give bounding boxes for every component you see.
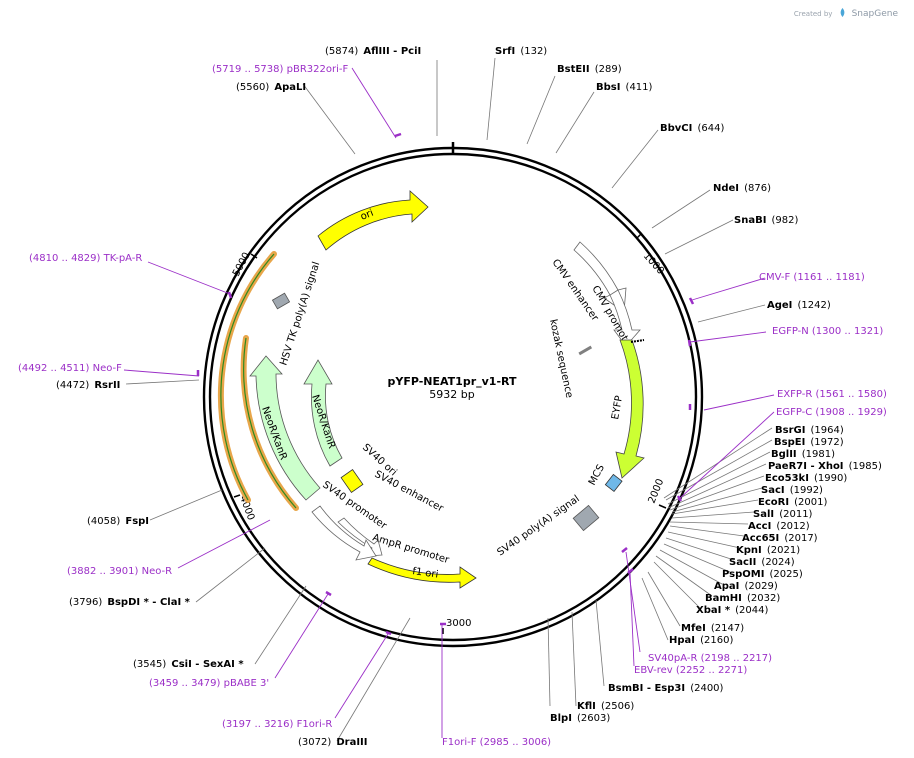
primer-cmv-f: CMV-F (1161 .. 1181) bbox=[759, 272, 865, 283]
tick-2000: 2000 bbox=[647, 477, 667, 505]
site-blpI: BlpI (2603) bbox=[550, 706, 610, 725]
site-csiI: (3545) CsiI - SexAI * bbox=[133, 652, 244, 671]
feature-neor-orf-inner bbox=[220, 253, 275, 501]
feature-ampr-promoter-arrow bbox=[337, 517, 383, 557]
feature-ampr-promoter-label: AmpR promoter bbox=[371, 532, 451, 566]
primer-f1ori-r: (3197 .. 3216) F1ori-R bbox=[222, 719, 332, 730]
site-hpaI: HpaI (2160) bbox=[669, 628, 733, 647]
site-paeR7I: PaeR7I - XhoI (1985) bbox=[768, 454, 882, 473]
site-apaI: ApaI (2029) bbox=[714, 574, 778, 593]
site-pspOMI: PspOMI (2025) bbox=[722, 562, 803, 581]
primer-leader-lines bbox=[123, 67, 775, 738]
feature-f1ori-label: f1 ori bbox=[412, 566, 439, 581]
site-xbaI: XbaI * (2044) bbox=[696, 598, 769, 617]
site-bsteII: BstEII (289) bbox=[557, 57, 622, 76]
primer-f1ori-f: F1ori-F (2985 .. 3006) bbox=[442, 737, 551, 748]
site-sacI: SacI (1992) bbox=[761, 478, 823, 497]
snapgene-logo-icon bbox=[840, 8, 844, 17]
snapgene-branding: Created by SnapGene bbox=[794, 1, 898, 20]
site-acc65I: Acc65I (2017) bbox=[742, 526, 818, 545]
site-eco53kI: Eco53kI (1990) bbox=[765, 466, 847, 485]
primer-pbabe3: (3459 .. 3479) pBABE 3' bbox=[149, 678, 269, 689]
primer-ebv-rev: EBV-rev (2252 .. 2271) bbox=[634, 665, 747, 676]
feature-sv40-ori-box bbox=[340, 469, 364, 493]
site-draIII: (3072) DraIII bbox=[298, 730, 368, 749]
primer-neo-f: (4492 .. 4511) Neo-F bbox=[18, 363, 122, 374]
site-bbvCI: BbvCI (644) bbox=[660, 116, 724, 135]
feature-f1ori-arrow bbox=[367, 557, 477, 589]
feature-hsv-tk-polya-box bbox=[271, 292, 291, 310]
site-accI: AccI (2012) bbox=[748, 514, 810, 533]
feature-ori-label: ori bbox=[359, 208, 375, 223]
site-bamHI: BamHI (2032) bbox=[705, 586, 780, 605]
site-snaBI: SnaBI (982) bbox=[734, 208, 799, 227]
feature-sv40-polya-label: SV40 poly(A) signal bbox=[495, 493, 581, 558]
site-fspI: (4058) FspI bbox=[87, 509, 149, 528]
primer-exfp-r: EXFP-R (1561 .. 1580) bbox=[777, 389, 887, 400]
feature-sv40-polya-box bbox=[572, 504, 600, 532]
tick-mark-2000 bbox=[658, 504, 667, 509]
feature-hsv-tk-polya-label: HSV TK poly(A) signal bbox=[278, 261, 322, 367]
site-apaLI: (5560) ApaLI bbox=[236, 75, 306, 94]
site-kflI: KflI (2506) bbox=[577, 694, 634, 713]
feature-mcs-label: MCS bbox=[587, 463, 607, 488]
site-sacII: SacII (2024) bbox=[729, 550, 795, 569]
primer-ticks bbox=[196, 132, 695, 636]
primer-pbr322ori-f: (5719 .. 5738) pBR322ori-F bbox=[212, 64, 348, 75]
feature-kozak-label: kozak sequence bbox=[547, 318, 574, 399]
feature-neor-orf2-inner bbox=[243, 337, 297, 509]
feature-eyfp-label: EYFP bbox=[610, 395, 625, 421]
feature-neor-kanr2-arrow bbox=[303, 359, 343, 467]
site-rsrII: (4472) RsrII bbox=[56, 373, 120, 392]
tick-3000: 3000 bbox=[446, 618, 471, 629]
site-bbsI: BbsI (411) bbox=[596, 75, 653, 94]
created-by-label: Created by bbox=[793, 10, 833, 18]
primer-sv40pa-r: SV40pA-R (2198 .. 2217) bbox=[648, 653, 772, 664]
site-bglII: BglII (1981) bbox=[771, 442, 835, 461]
feature-mcs-box bbox=[604, 473, 623, 492]
site-ecoRI: EcoRI (2001) bbox=[758, 490, 828, 509]
site-mfeI: MfeI (2147) bbox=[681, 616, 744, 635]
feature-sv40-promoter-arrow bbox=[311, 505, 377, 561]
site-kpnI: KpnI (2021) bbox=[736, 538, 800, 557]
site-salI: SalI (2011) bbox=[753, 502, 813, 521]
primer-neo-r: (3882 .. 3901) Neo-R bbox=[67, 566, 172, 577]
primer-egfp-n: EGFP-N (1300 .. 1321) bbox=[772, 326, 883, 337]
site-aflIII: (5874) AflIII - PciI bbox=[325, 39, 421, 58]
site-srfI: SrfI (132) bbox=[495, 39, 547, 58]
tick-mark-5000 bbox=[250, 253, 258, 259]
tick-mark-1000 bbox=[636, 233, 642, 239]
site-bspEI: BspEI (1972) bbox=[774, 430, 844, 449]
snapgene-label: SnapGene bbox=[851, 9, 898, 19]
plasmid-name: pYFP-NEAT1pr_v1-RT bbox=[388, 375, 517, 388]
tick-mark-4000 bbox=[233, 494, 241, 498]
site-bsmBI: BsmBI - Esp3I (2400) bbox=[608, 676, 724, 695]
site-ndeI: NdeI (876) bbox=[713, 176, 771, 195]
feature-eyfp-dashed bbox=[630, 339, 645, 343]
feature-neor-kanr-arrow bbox=[249, 355, 321, 501]
site-ageI: AgeI (1242) bbox=[767, 293, 831, 312]
feature-eyfp-arrow bbox=[615, 339, 645, 479]
feature-cmv-promoter-arrow bbox=[609, 289, 641, 347]
feature-ori-arrow bbox=[317, 190, 429, 251]
site-bsrGI: BsrGI (1964) bbox=[775, 418, 844, 437]
plasmid-length: 5932 bp bbox=[429, 388, 474, 401]
site-leader-lines bbox=[125, 57, 773, 742]
feature-kozak-box bbox=[578, 345, 593, 356]
primer-egfp-c: EGFP-C (1908 .. 1929) bbox=[776, 407, 887, 418]
primer-tk-pa-r: (4810 .. 4829) TK-pA-R bbox=[29, 253, 142, 264]
feature-sv40-enhancer-label: SV40 enhancer bbox=[373, 469, 446, 515]
site-bspDI: (3796) BspDI * - ClaI * bbox=[69, 590, 191, 609]
